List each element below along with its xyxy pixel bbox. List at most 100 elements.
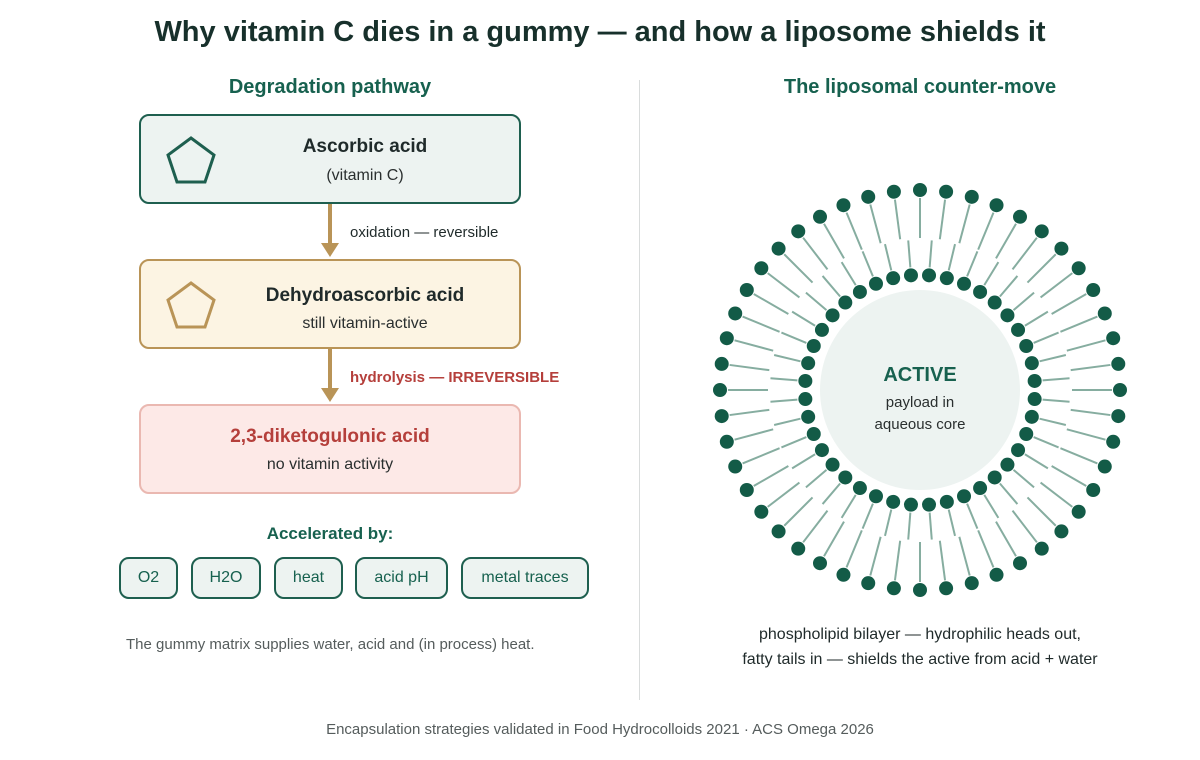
inner-lipid-head	[838, 295, 853, 310]
inner-lipid-tail	[1024, 453, 1049, 470]
outer-lipid-head	[939, 581, 954, 596]
degradation-pathway-heading: Degradation pathway	[228, 76, 432, 98]
inner-lipid-tail	[770, 398, 798, 403]
oxidation-label: oxidation — reversible	[350, 224, 499, 241]
inner-lipid-head	[1019, 338, 1034, 353]
ascorbic-acid-name: Ascorbic acid	[302, 136, 428, 157]
inner-lipid-head	[1000, 457, 1015, 472]
outer-lipid-tail	[995, 521, 1017, 557]
inner-lipid-tail	[928, 512, 933, 540]
outer-lipid-tail	[958, 204, 971, 244]
inner-lipid-head	[1011, 322, 1026, 337]
aqueous-core	[820, 290, 1020, 490]
outer-lipid-head	[1106, 331, 1121, 346]
inner-lipid-head	[801, 356, 816, 371]
outer-lipid-head	[714, 356, 729, 371]
outer-lipid-tail	[783, 253, 814, 284]
bilayer-caption-line-2: fatty tails in — shields the active from…	[742, 651, 1098, 668]
pentagon-icon	[166, 136, 216, 184]
diketogulonic-acid-box: 2,3-diketogulonic acid no vitamin activi…	[139, 404, 521, 494]
outer-lipid-tail	[1011, 237, 1038, 271]
core-title: ACTIVE	[883, 364, 957, 386]
outer-lipid-head	[886, 581, 901, 596]
outer-lipid-head	[739, 483, 754, 497]
dehydroascorbic-acid-box: Dehydroascorbic acid still vitamin-activ…	[139, 259, 521, 349]
inner-lipid-tail	[805, 291, 828, 311]
page-title: Why vitamin C dies in a gummy — and how …	[154, 16, 1046, 48]
inner-lipid-tail	[1012, 291, 1035, 311]
inner-lipid-tail	[773, 354, 801, 363]
outer-lipid-head	[1071, 261, 1086, 276]
inner-lipid-tail	[947, 243, 956, 271]
outer-lipid-tail	[1066, 339, 1106, 352]
outer-lipid-tail	[1070, 363, 1111, 372]
inner-lipid-tail	[1033, 436, 1059, 449]
outer-lipid-tail	[958, 536, 971, 576]
outer-lipid-head	[989, 198, 1004, 213]
inner-lipid-head	[1011, 443, 1026, 458]
phospholipid-bilayer	[713, 183, 1127, 597]
outer-lipid-head	[861, 576, 876, 591]
outer-lipid-head	[913, 183, 927, 197]
inner-lipid-head	[957, 276, 972, 291]
inner-lipid-tail	[805, 469, 828, 489]
hydrolysis-arrow	[321, 349, 339, 402]
outer-lipid-head	[739, 283, 754, 297]
outer-lipid-head	[1111, 409, 1126, 424]
outer-lipid-head	[791, 224, 806, 239]
outer-lipid-tail	[869, 204, 882, 244]
inner-lipid-tail	[1042, 398, 1070, 403]
outer-lipid-head	[813, 209, 827, 224]
inner-lipid-head	[852, 481, 867, 496]
core-line-2: aqueous core	[874, 416, 966, 433]
outer-lipid-head	[791, 541, 806, 556]
outer-lipid-tail	[893, 199, 902, 240]
inner-lipid-tail	[1039, 417, 1067, 426]
outer-lipid-head	[836, 198, 851, 213]
inner-lipid-head	[814, 322, 829, 337]
inner-lipid-tail	[884, 243, 893, 271]
inner-lipid-tail	[1024, 310, 1049, 327]
inner-lipid-head	[922, 497, 937, 512]
pentagon-icon	[166, 281, 216, 329]
inner-lipid-head	[1000, 308, 1015, 323]
inner-lipid-head	[806, 427, 821, 442]
outer-lipid-tail	[1070, 408, 1111, 417]
accelerator-chip-o2: O2	[119, 557, 178, 599]
diketogulonic-acid-sub: no vitamin activity	[266, 456, 394, 473]
outer-lipid-tail	[823, 521, 845, 557]
outer-lipid-tail	[823, 223, 845, 259]
outer-lipid-head	[913, 583, 927, 597]
inner-lipid-tail	[791, 310, 816, 327]
outer-lipid-head	[713, 383, 727, 397]
outer-lipid-tail	[995, 223, 1017, 259]
outer-lipid-head	[886, 184, 901, 199]
outer-lipid-head	[1071, 504, 1086, 519]
outer-lipid-tail	[767, 272, 801, 299]
inner-lipid-tail	[840, 494, 857, 519]
oxidation-arrow	[321, 204, 339, 257]
inner-lipid-head	[838, 470, 853, 485]
ascorbic-acid-box: Ascorbic acid (vitamin C)	[139, 114, 521, 204]
outer-lipid-tail	[742, 315, 780, 333]
inner-lipid-tail	[884, 509, 893, 537]
inner-lipid-head	[825, 457, 840, 472]
inner-lipid-head	[973, 284, 988, 299]
outer-lipid-head	[719, 434, 734, 449]
accelerator-chip-acid-ph: acid pH	[355, 557, 448, 599]
outer-lipid-head	[728, 459, 743, 474]
inner-lipid-tail	[770, 377, 798, 382]
outer-lipid-tail	[1026, 253, 1057, 284]
liposome-diagram	[713, 183, 1127, 597]
inner-lipid-tail	[907, 240, 912, 268]
outer-lipid-tail	[1066, 428, 1106, 441]
accelerator-chip-h2o: H2O	[191, 557, 261, 599]
inner-lipid-tail	[907, 512, 912, 540]
outer-lipid-head	[1013, 209, 1027, 224]
inner-lipid-tail	[966, 503, 979, 529]
outer-lipid-head	[964, 576, 979, 591]
outer-lipid-head	[1113, 383, 1127, 397]
accelerator-chip-metal-traces: metal traces	[461, 557, 589, 599]
outer-lipid-head	[714, 409, 729, 424]
outer-lipid-head	[964, 189, 979, 204]
